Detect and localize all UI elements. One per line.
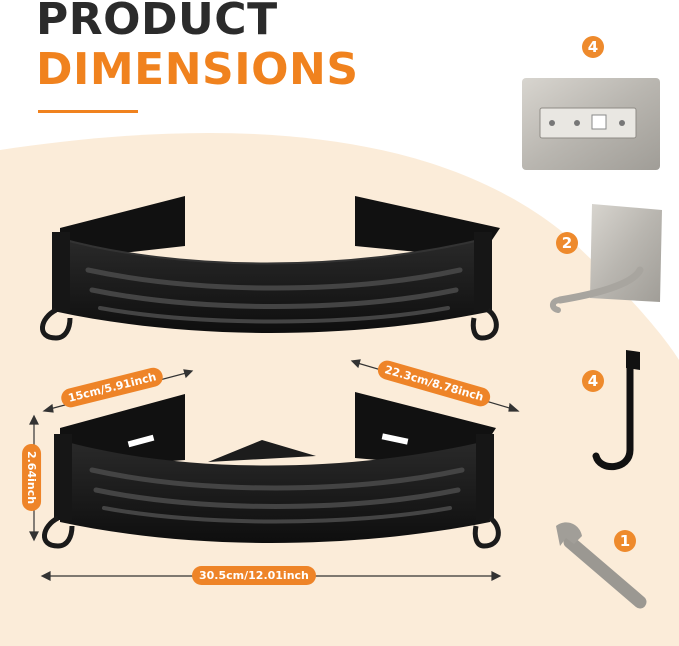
quantity-badge-wrench: 1 [614,530,636,552]
wrench-image [556,522,647,609]
title-product: PRODUCT [36,0,278,45]
top-basket [40,196,500,341]
quantity-badge-adhesive-plate: 4 [582,36,604,58]
adhesive-plate-image [522,78,660,170]
title-underline [38,110,138,113]
over-door-hook-image [592,350,640,471]
bottom-basket [42,392,501,549]
quantity-badge-hook-plate: 2 [556,232,578,254]
quantity-badge-over-door-hook: 4 [582,370,604,392]
hook-plate-image [550,204,662,313]
dim-label-front-width: 30.5cm/12.01inch [192,566,316,585]
title-dimensions: DIMENSIONS [36,44,359,95]
dim-label-height: 2.64inch [22,443,42,512]
